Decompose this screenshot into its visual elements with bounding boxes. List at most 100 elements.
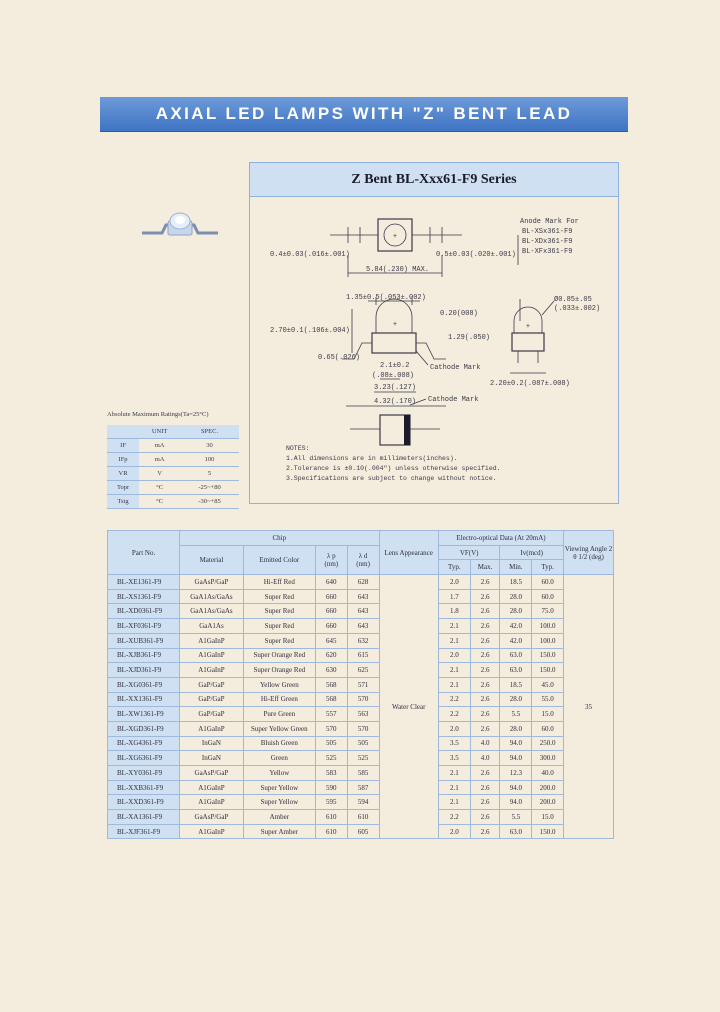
dim-lead-right: 0.5±0.03(.020±.001) <box>436 251 516 259</box>
anode-part-1: BL-XSx361-F9 <box>522 228 572 236</box>
series-title: Z Bent BL-Xxx61-F9 Series <box>250 163 618 197</box>
cell-emitted-color: Hi-Eff Red <box>242 574 316 590</box>
cell-iv-typ: 100.0 <box>531 618 565 634</box>
ratings-param: VR <box>107 466 140 481</box>
cell-iv-typ: 250.0 <box>531 735 565 752</box>
header-eo: Electro-optical Data (At 20mA) <box>437 530 565 546</box>
dim-side-top: Ø0.85±.05 <box>554 295 592 304</box>
cell-part-no: BL-XJB361-F9 <box>106 647 181 664</box>
note-heading: NOTES: <box>286 445 310 452</box>
ratings-row: Topr°C-25~+80 <box>107 480 239 495</box>
cell-lambda-p: 590 <box>314 779 348 796</box>
header-ld: λ d(nm) <box>346 544 380 576</box>
cell-iv-typ: 55.0 <box>531 691 565 708</box>
cell-iv-typ: 15.0 <box>531 809 565 825</box>
cell-lambda-p: 557 <box>314 706 348 722</box>
cell-iv-typ: 40.0 <box>531 765 565 781</box>
cell-lambda-p: 620 <box>314 647 348 664</box>
cell-lambda-p: 568 <box>314 676 348 693</box>
cell-vf-typ: 2.2 <box>437 809 471 825</box>
cell-vf-max: 2.6 <box>469 618 501 634</box>
cell-vf-max: 2.6 <box>469 720 501 737</box>
cell-material: A1GaInP <box>179 794 244 811</box>
ratings-header: SPEC. <box>180 425 239 439</box>
cell-material: A1GaInP <box>179 823 244 840</box>
cell-vf-typ: 2.1 <box>437 794 471 811</box>
cell-lambda-d: 643 <box>346 618 380 634</box>
cell-emitted-color: Super Red <box>242 603 316 620</box>
cell-iv-typ: 200.0 <box>531 779 565 796</box>
cell-part-no: BL-XD0361-F9 <box>106 603 181 620</box>
cell-material: A1GaInP <box>179 779 244 796</box>
cell-vf-typ: 1.7 <box>437 588 471 605</box>
cell-vf-typ: 2.2 <box>437 691 471 708</box>
dim-020: 0.20(008) <box>440 310 478 318</box>
cell-lambda-d: 625 <box>346 662 380 678</box>
ratings-unit: V <box>139 466 181 481</box>
specs-table: Part No. Chip Lens Appearance Electro-op… <box>106 529 614 840</box>
cell-vf-max: 2.6 <box>469 809 501 825</box>
header-vf: VF(V) <box>437 544 501 561</box>
cell-vf-max: 2.6 <box>469 574 501 590</box>
dim-length-max: 5.84(.230) MAX. <box>366 266 429 274</box>
header-lens: Lens Appearance <box>378 529 439 576</box>
cell-lambda-d: 505 <box>346 735 380 752</box>
cell-emitted-color: Green <box>242 750 316 766</box>
dim-065: 0.65(.026) <box>318 354 360 362</box>
cell-emitted-color: Yellow <box>242 765 316 781</box>
note-1: 1.All dimensions are in millimeters(inch… <box>286 455 458 462</box>
cell-emitted-color: Yellow Green <box>242 676 316 693</box>
cell-lambda-p: 568 <box>314 691 348 708</box>
cell-iv-typ: 150.0 <box>531 647 565 664</box>
cell-lambda-p: 660 <box>314 603 348 620</box>
cell-material: GaA1As/GaAs <box>179 603 244 620</box>
cell-material: GaP/GaP <box>179 676 244 693</box>
cell-iv-min: 94.0 <box>499 779 533 796</box>
cell-lambda-d: 610 <box>346 809 380 825</box>
ratings-unit: °C <box>139 480 181 495</box>
cell-iv-min: 5.5 <box>499 706 533 722</box>
page-banner: AXIAL LED LAMPS WITH "Z" BENT LEAD <box>100 97 628 131</box>
ratings-spec: -30~+85 <box>180 494 239 509</box>
cell-iv-min: 63.0 <box>499 647 533 664</box>
cell-iv-typ: 150.0 <box>531 662 565 678</box>
dim-323: 3.23(.127) <box>374 384 416 392</box>
cell-part-no: BL-XY0361-F9 <box>106 765 181 781</box>
ratings-spec: 5 <box>180 466 239 481</box>
cathode-mark-label: Cathode Mark <box>430 364 480 372</box>
cell-iv-min: 28.0 <box>499 691 533 708</box>
ratings-param: Tstg <box>107 494 140 509</box>
cell-iv-typ: 300.0 <box>531 750 565 766</box>
ratings-spec: 100 <box>180 452 239 467</box>
cell-material: A1GaInP <box>179 647 244 664</box>
cell-part-no: BL-XA1361-F9 <box>106 809 181 825</box>
note-3: 3.Specifications are subject to change w… <box>286 475 497 482</box>
cell-part-no: BL-XUB361-F9 <box>106 632 181 649</box>
cell-vf-typ: 2.2 <box>437 706 471 722</box>
cell-part-no: BL-XXD361-F9 <box>106 794 181 811</box>
cell-emitted-color: Super Red <box>242 588 316 605</box>
cell-part-no: BL-XGD361-F9 <box>106 720 181 737</box>
cell-part-no: BL-XG4361-F9 <box>106 735 181 752</box>
cell-iv-min: 94.0 <box>499 750 533 766</box>
header-viewing: Viewing Angle 2 θ 1/2 (deg) <box>563 529 614 576</box>
cell-material: GaA1As/GaAs <box>179 588 244 605</box>
cell-iv-min: 5.5 <box>499 809 533 825</box>
cell-lambda-p: 660 <box>314 618 348 634</box>
dim-lead-left: 0.4±0.03(.016±.001) <box>270 251 350 259</box>
cell-material: A1GaInP <box>179 632 244 649</box>
cell-vf-typ: 3.5 <box>437 750 471 766</box>
header-vf-typ: Typ. <box>437 559 471 576</box>
cell-emitted-color: Hi-Eff Green <box>242 691 316 708</box>
anode-mark-label: Anode Mark For <box>520 218 579 226</box>
cell-iv-min: 63.0 <box>499 662 533 678</box>
cell-iv-typ: 150.0 <box>531 823 565 840</box>
